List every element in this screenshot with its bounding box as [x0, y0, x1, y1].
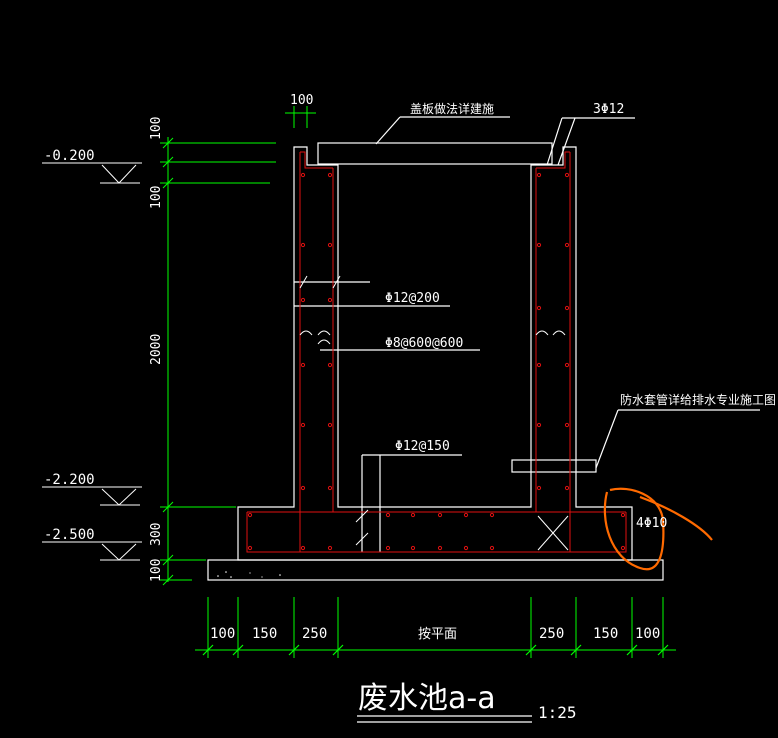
labels: 100 盖板做法详建施 3Φ12 Φ12@200 Φ8@600@600 Φ12@… — [44, 93, 776, 722]
tie-bars-text: Φ8@600@600 — [385, 336, 463, 351]
elevation-markers — [42, 162, 142, 561]
drawing-scale: 1:25 — [538, 703, 577, 722]
dim-top-width: 100 — [290, 93, 313, 108]
rebar-left-top — [300, 151, 333, 169]
blinding-layer — [207, 559, 664, 581]
dim-bottom-1: 100 — [210, 626, 235, 642]
wall-tick-marks — [299, 275, 369, 546]
dim-bottom-6: 150 — [593, 626, 618, 642]
dim-vert-second: 100 — [149, 186, 164, 209]
rebar — [246, 151, 627, 553]
dim-bottom-3: 250 — [302, 626, 327, 642]
rebar-left-inner — [247, 168, 334, 513]
dim-bottom-2: 150 — [252, 626, 277, 642]
corner-bars-text: 4Φ10 — [636, 516, 667, 531]
rebar-right-outer — [569, 152, 627, 553]
dim-vert-base: 300 — [149, 523, 164, 546]
elevation-2500: -2.500 — [44, 527, 95, 543]
dimension-ticks — [202, 644, 669, 656]
rebar-left-outer — [246, 152, 301, 553]
dim-bottom-4: 按平面 — [418, 627, 457, 642]
corner-cross — [537, 515, 569, 551]
drawing-title: 废水池a-a — [358, 681, 496, 716]
concrete-outline — [207, 116, 760, 723]
rebar-right-top — [536, 151, 570, 169]
top-bars-leader-2 — [557, 117, 576, 166]
dim-vert-main: 2000 — [149, 334, 164, 365]
dimension-lines — [160, 106, 676, 658]
blinding-hatch — [217, 571, 281, 578]
slab-bars-text: Φ12@150 — [395, 439, 450, 454]
cover-slab — [317, 142, 553, 165]
elevation-0200: -0.200 — [44, 148, 95, 164]
dim-vert-top: 100 — [149, 117, 164, 140]
sleeve-pipe — [511, 459, 597, 473]
dim-bottom-7: 100 — [635, 626, 660, 642]
cover-note-text: 盖板做法详建施 — [410, 101, 494, 116]
top-bars-text: 3Φ12 — [593, 102, 624, 117]
rebar-dots — [247, 172, 626, 551]
dim-vert-bottom: 100 — [149, 559, 164, 582]
cover-leader — [375, 116, 401, 145]
tie-hooks — [299, 330, 566, 345]
markup-circle — [603, 487, 713, 571]
dim-bottom-5: 250 — [539, 626, 564, 642]
wall-bars-text: Φ12@200 — [385, 291, 440, 306]
sleeve-note-text: 防水套管详给排水专业施工图 — [620, 392, 776, 407]
markup — [603, 487, 713, 571]
sleeve-leader — [595, 409, 619, 469]
top-bars-leader-1 — [546, 117, 563, 166]
elevation-2200: -2.200 — [44, 472, 95, 488]
pool-wall-outline — [237, 146, 633, 561]
